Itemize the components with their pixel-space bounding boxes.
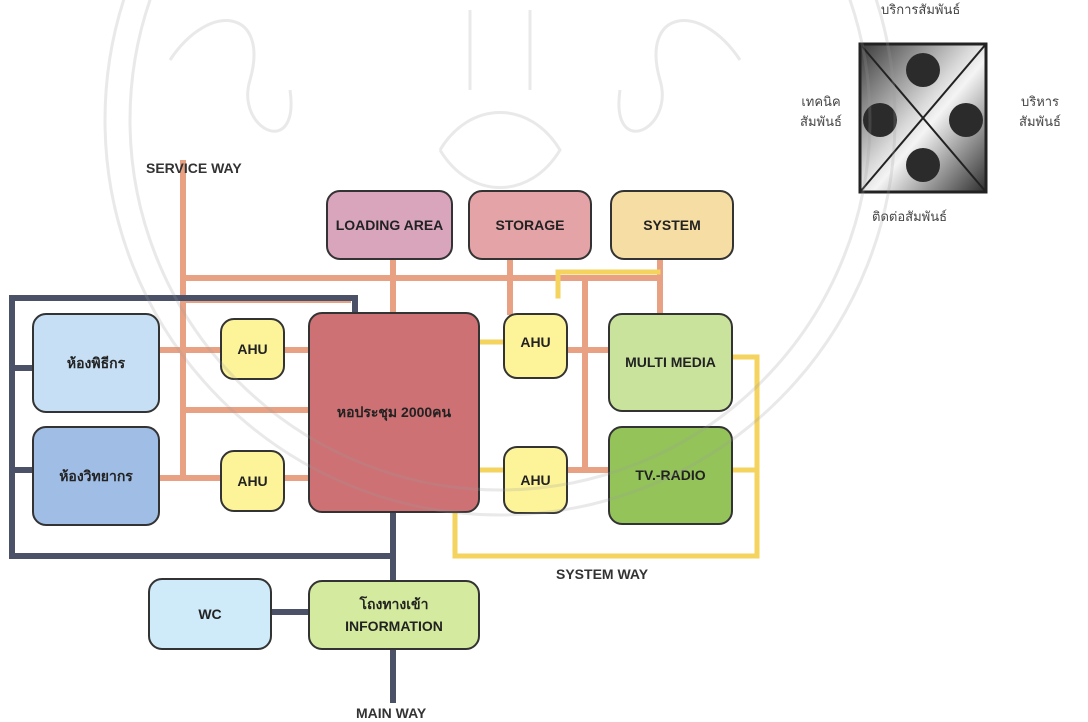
system-way-lines (452, 269, 760, 559)
ahu-label: AHU (237, 472, 268, 489)
ahu-label: AHU (520, 334, 551, 350)
service-way-label: SERVICE WAY (146, 160, 242, 176)
relation-label-left: เทคนิค สัมพันธ์ (792, 92, 850, 132)
storage-box: STORAGE (468, 190, 592, 260)
main-way-label: MAIN WAY (356, 705, 427, 721)
wc-label: WC (198, 605, 222, 622)
lobby-box: โถงทางเข้า INFORMATION (308, 580, 480, 650)
lobby-label-thai: โถงทางเข้า (359, 595, 429, 612)
relation-label-top: บริการสัมพันธ์ (881, 2, 961, 17)
ahu-label: AHU (520, 471, 551, 488)
loading-area-label: LOADING AREA (335, 216, 444, 233)
relation-dot-left (863, 103, 897, 137)
relation-label-right: บริหาร สัมพันธ์ (1010, 92, 1070, 132)
auditorium-label: หอประชุม 2000คน (336, 404, 452, 421)
relation-left-line1: เทคนิค (801, 94, 841, 109)
speaker-room-box: ห้องวิทยากร (32, 426, 160, 526)
auditorium-box: หอประชุม 2000คน (308, 312, 480, 513)
mc-room-label: ห้องพิธีกร (66, 354, 126, 371)
loading-area-box: LOADING AREA (326, 190, 453, 260)
system-box: SYSTEM (610, 190, 734, 260)
relation-right-line1: บริหาร (1020, 94, 1060, 109)
ahu-box-right-top: AHU (503, 313, 568, 379)
relation-label-bottom: ติดต่อสัมพันธ์ (872, 209, 948, 224)
ahu-box-left-top: AHU (220, 318, 285, 380)
tv-radio-label: TV.-RADIO (635, 467, 706, 483)
relation-dot-bottom (906, 148, 940, 182)
multimedia-box: MULTI MEDIA (608, 313, 733, 412)
system-way-label: SYSTEM WAY (556, 566, 649, 582)
relationship-symbol (858, 42, 988, 194)
storage-label: STORAGE (495, 216, 565, 233)
relation-left-line2: สัมพันธ์ (800, 114, 842, 130)
relation-dot-right (949, 103, 983, 137)
ahu-box-right-bottom: AHU (503, 446, 568, 514)
main-way-lines (9, 295, 396, 703)
wc-box: WC (148, 578, 272, 650)
lobby-label-information: INFORMATION (345, 618, 443, 634)
multimedia-label: MULTI MEDIA (625, 354, 716, 371)
mc-room-box: ห้องพิธีกร (32, 313, 160, 413)
tv-radio-box: TV.-RADIO (608, 426, 733, 525)
relation-dot-top (906, 53, 940, 87)
speaker-room-label: ห้องวิทยากร (59, 467, 133, 484)
relation-right-line2: สัมพันธ์ (1019, 114, 1061, 130)
system-label: SYSTEM (643, 216, 701, 233)
ahu-box-left-bottom: AHU (220, 450, 285, 512)
ahu-label: AHU (237, 340, 268, 357)
